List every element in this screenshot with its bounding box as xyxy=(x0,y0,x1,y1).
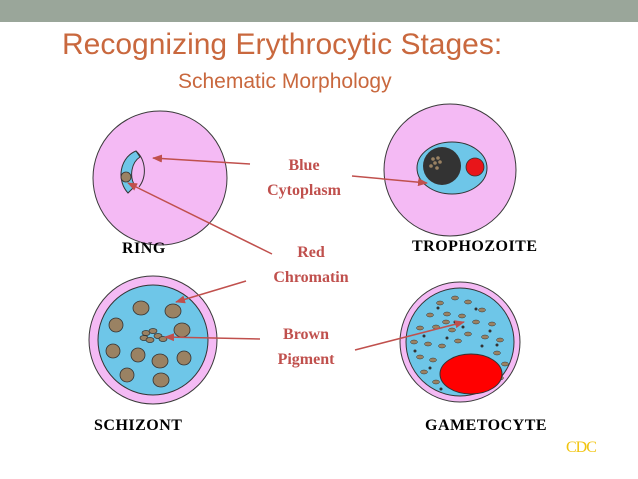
callout-brown-pigment-line2: Pigment xyxy=(277,351,335,368)
callout-brown-pigment-line1: Brown xyxy=(283,326,329,343)
trophozoite-chromatin xyxy=(465,157,485,177)
stage-label-gametocyte: GAMETOCYTE xyxy=(425,417,548,434)
schizont-cell xyxy=(88,275,218,405)
arrow-chromatin-schizont xyxy=(175,280,247,304)
gametocyte-cell xyxy=(399,281,521,403)
arrow-pigment-schizont xyxy=(164,333,261,342)
gametocyte-chromatin xyxy=(439,353,503,395)
gametocyte-pigment xyxy=(410,295,509,385)
callout-brown-pigment: Brown Pigment xyxy=(258,322,354,372)
trophozoite-cell xyxy=(383,103,517,237)
ring-cell xyxy=(92,110,228,246)
arrow-pigment-gametocyte xyxy=(354,320,465,351)
page-title: Recognizing Erythrocytic Stages: xyxy=(62,28,503,61)
trophozoite-pigment-mass xyxy=(423,147,461,185)
stage-label-trophozoite: TROPHOZOITE xyxy=(412,238,538,255)
callout-arrows xyxy=(127,154,465,351)
callout-blue-cytoplasm-line1: Blue xyxy=(288,157,320,174)
callout-red-chromatin: Red Chromatin xyxy=(258,240,364,290)
callout-red-chromatin-line2: Chromatin xyxy=(273,269,349,286)
cdc-logo: CDC xyxy=(566,439,597,456)
callout-blue-cytoplasm: Blue Cytoplasm xyxy=(252,153,356,203)
schizont-merozoites xyxy=(105,300,192,388)
page-subtitle: Schematic Morphology xyxy=(178,70,392,93)
ring-chromatin-dot xyxy=(120,171,132,183)
arrow-chromatin-ring xyxy=(127,182,273,255)
stage-label-ring: RING xyxy=(122,240,166,257)
arrow-blue-trophozoite xyxy=(351,175,428,187)
top-bar xyxy=(0,0,638,22)
callout-blue-cytoplasm-line2: Cytoplasm xyxy=(267,182,341,199)
arrow-blue-ring xyxy=(152,154,251,165)
stage-label-schizont: SCHIZONT xyxy=(94,417,183,434)
ring-cytoplasm xyxy=(120,150,141,194)
callout-red-chromatin-line1: Red xyxy=(297,244,325,261)
